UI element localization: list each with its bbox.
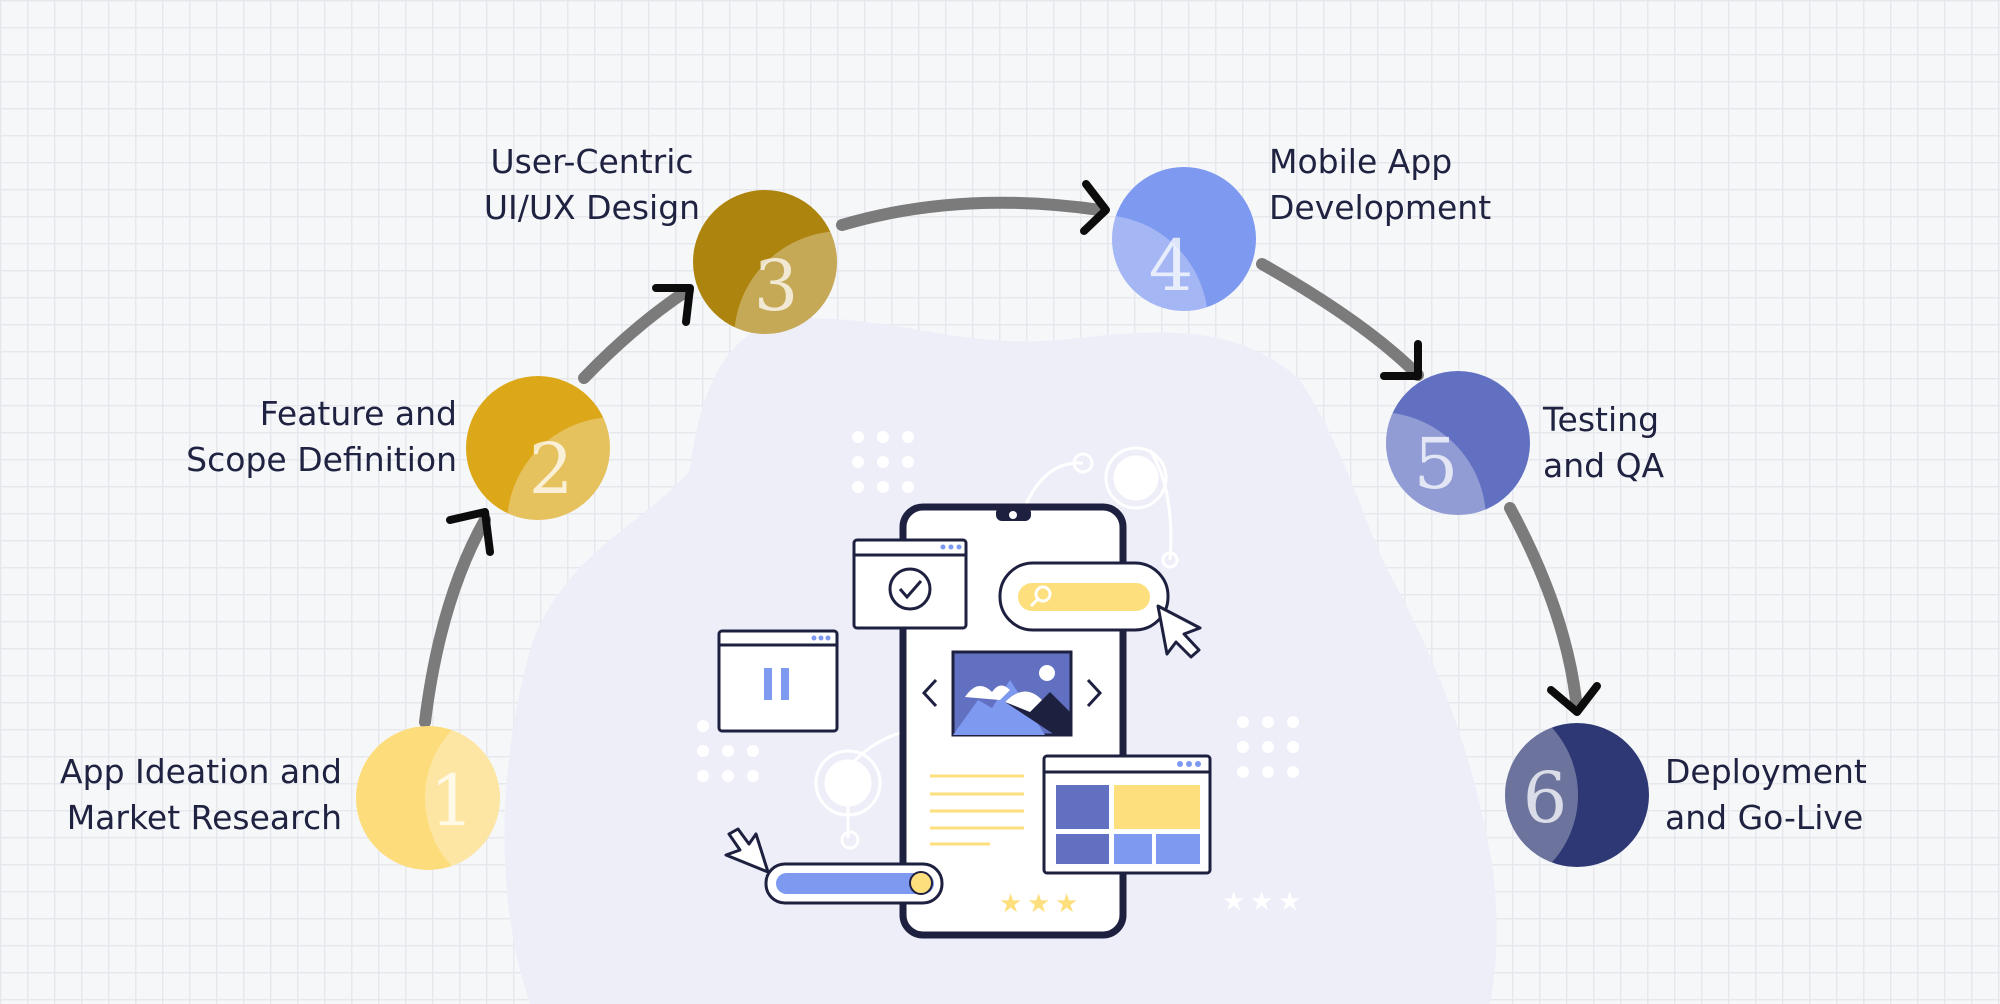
- arrow-4-to-5-head: [1380, 340, 1422, 380]
- step-label-4-line1: Mobile App: [1269, 142, 1453, 181]
- step-number-6: 6: [1523, 757, 1568, 839]
- step-label-5-line1: Testing: [1543, 400, 1660, 439]
- step-circle-4: 4: [1112, 167, 1256, 311]
- step-number-1: 1: [430, 760, 475, 842]
- step-label-6: Deployment and Go-Live: [1665, 749, 1867, 841]
- search-bar-icon: [998, 561, 1170, 632]
- step-circle-5: 5: [1386, 371, 1530, 515]
- arrow-1-to-2: [419, 514, 491, 728]
- step-label-5-line2: and QA: [1543, 446, 1665, 485]
- svg-text:★: ★: [1278, 887, 1301, 917]
- dot-grid-icon: [852, 431, 914, 493]
- step-number-2: 2: [529, 428, 574, 510]
- arrow-5-to-6-head: [1547, 682, 1601, 716]
- svg-text:★: ★: [1222, 887, 1245, 917]
- connector-nodes: [814, 446, 1179, 850]
- pointer-cursor-icon: [724, 827, 770, 874]
- image-placeholder-icon: [951, 650, 1073, 737]
- step-label-5: Testing and QA: [1543, 397, 1664, 489]
- step-label-6-line2: and Go-Live: [1665, 798, 1864, 837]
- arrow-1-to-2-head: [446, 508, 494, 556]
- chevron-left-icon: [921, 678, 938, 708]
- step-circle-3: 3: [693, 190, 837, 334]
- step-circle-6: 6: [1505, 723, 1649, 867]
- step-number-3: 3: [754, 245, 799, 327]
- step-label-2: Feature and Scope Definition: [186, 391, 457, 483]
- arrow-3-to-4-head: [1080, 180, 1110, 235]
- chevron-right-icon: [1086, 678, 1103, 708]
- step-number-4: 4: [1149, 225, 1194, 307]
- step-label-3-line1: User-Centric: [490, 142, 694, 181]
- slider-icon: [764, 862, 944, 905]
- arrow-2-to-3: [578, 284, 694, 384]
- checkmark-card-icon: [852, 538, 968, 630]
- step-circle-2: 2: [466, 376, 610, 520]
- step-label-4-line2: Development: [1269, 188, 1492, 227]
- step-label-4: Mobile App Development: [1269, 139, 1491, 231]
- step-label-3-line2: UI/UX Design: [483, 188, 701, 227]
- arrow-4-to-5: [1256, 258, 1424, 381]
- pause-card-icon: [717, 629, 839, 733]
- step-label-1: App Ideation and Market Research: [60, 749, 342, 841]
- svg-text:★: ★: [999, 889, 1022, 919]
- flow-arrows: [419, 180, 1601, 728]
- step-circle-1: 1: [356, 726, 500, 870]
- svg-text:★: ★: [1250, 887, 1273, 917]
- mobile-app-illustration-icon: ★★★ ★★★: [697, 431, 1301, 939]
- step-label-6-line1: Deployment: [1665, 752, 1867, 791]
- cursor-icon: [1156, 604, 1202, 659]
- step-label-1-line2: Market Research: [66, 798, 342, 837]
- step-label-1-line1: App Ideation and: [60, 752, 342, 791]
- text-lines: [930, 774, 1024, 846]
- star-rating-icon: ★★★: [999, 889, 1078, 919]
- step-label-2-line2: Scope Definition: [186, 440, 457, 479]
- svg-text:★: ★: [1055, 889, 1078, 919]
- star-rating-icon: ★★★: [1222, 887, 1301, 917]
- svg-text:★: ★: [1027, 889, 1050, 919]
- step-label-2-line1: Feature and: [259, 394, 457, 433]
- arrow-2-to-3-head: [652, 284, 694, 326]
- step-number-5: 5: [1414, 423, 1459, 505]
- dashboard-card-icon: [1042, 754, 1212, 875]
- dot-grid-icon: [1237, 716, 1299, 778]
- arrow-5-to-6: [1504, 502, 1582, 706]
- arrow-3-to-4: [836, 196, 1106, 231]
- step-label-3: User-Centric UI/UX Design: [472, 139, 712, 231]
- dot-grid-icon: [697, 720, 759, 782]
